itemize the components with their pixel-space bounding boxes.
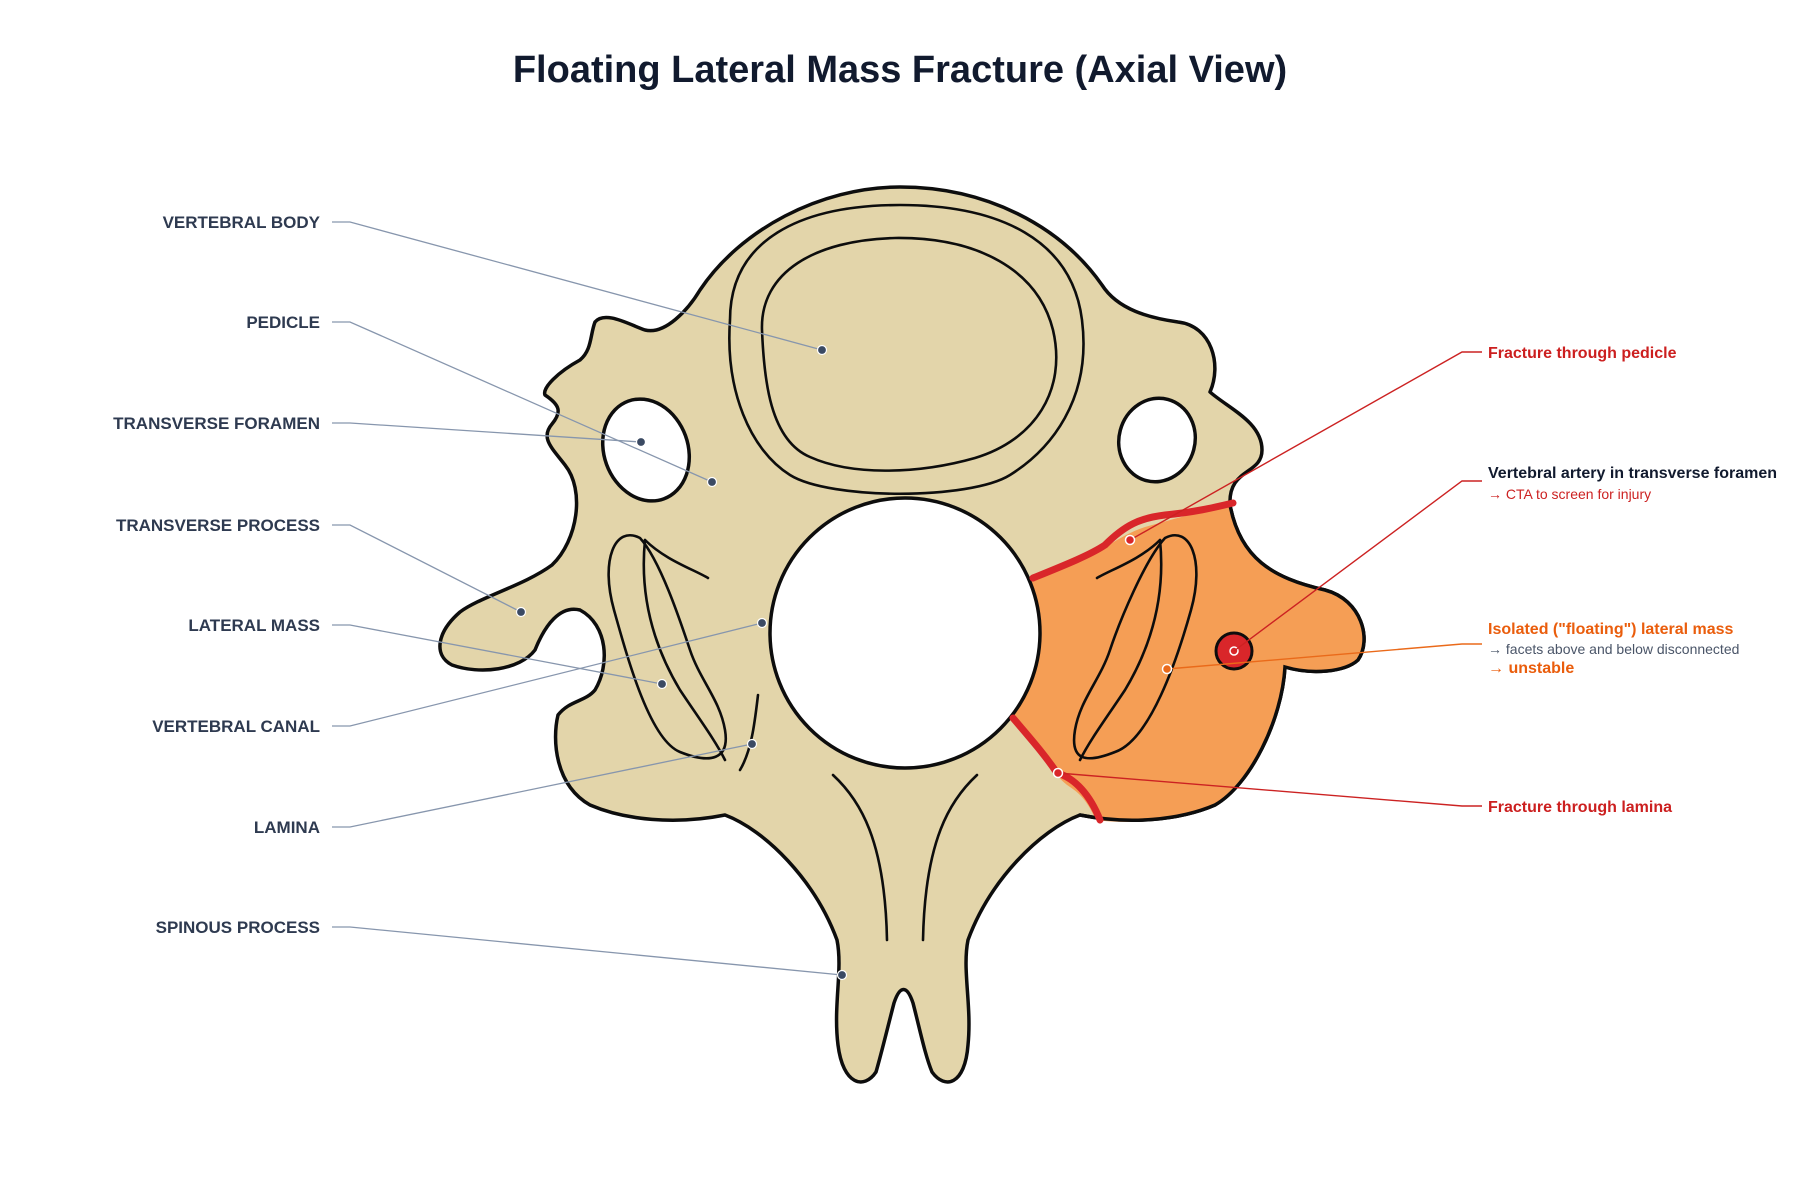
emphasis-floating-mass: → unstable — [1488, 660, 1574, 677]
vertebral-body-outer-contour — [728, 203, 1085, 496]
vertebral-canal — [768, 496, 1042, 770]
label-floating-mass: Isolated ("floating") lateral mass — [1488, 621, 1734, 638]
vertebral-artery-marker — [1229, 646, 1239, 656]
label-vertebral-artery: Vertebral artery in transverse foramen — [1488, 465, 1777, 482]
spinous-inner-left — [831, 773, 889, 942]
dot-lamina — [746, 738, 758, 750]
dot-spinous-process — [836, 969, 848, 981]
dot-pedicle — [706, 476, 718, 488]
left-leader-dots — [515, 344, 848, 981]
leader-vertebral-canal — [332, 622, 763, 727]
spinous-inner-right — [921, 773, 979, 942]
leader-vertebral-artery — [1233, 480, 1482, 652]
dot-lateral-mass — [656, 678, 668, 690]
leader-lamina — [332, 743, 753, 828]
left-lateral-mass-contour — [607, 534, 728, 760]
leader-spinous-process — [332, 926, 843, 976]
dot-pedicle-fracture — [1124, 534, 1136, 546]
leader-pedicle-fracture — [1129, 351, 1482, 541]
anatomy-labels: VERTEBRAL BODY PEDICLE TRANSVERSE FORAME… — [113, 213, 321, 937]
left-lamina-edge — [738, 693, 760, 772]
dot-transverse-foramen — [635, 436, 647, 448]
left-facet-line-a — [643, 538, 710, 580]
right-facet-line-a — [1095, 538, 1162, 580]
leader-lamina-fracture — [1057, 772, 1482, 807]
left-facet-line-b — [642, 538, 727, 762]
leader-vertebral-body — [332, 221, 823, 351]
diagram-title: Floating Lateral Mass Fracture (Axial Vi… — [513, 49, 1287, 91]
note-vertebral-artery: → CTA to screen for injury — [1488, 486, 1651, 502]
vertebral-body-inner-contour — [760, 236, 1058, 472]
fracture-annotations: Fracture through pedicle Vertebral arter… — [1488, 345, 1777, 816]
label-pedicle: PEDICLE — [246, 313, 320, 332]
right-transverse-foramen — [1116, 396, 1198, 484]
leader-transverse-foramen — [332, 422, 642, 443]
dot-floating-mass — [1161, 663, 1173, 675]
pedicle-fracture-line — [1029, 499, 1237, 582]
right-lateral-mass-contour — [1072, 534, 1198, 760]
dot-vertebral-body — [816, 344, 828, 356]
label-lateral-mass: LATERAL MASS — [188, 616, 320, 635]
left-transverse-foramen — [600, 397, 692, 503]
dot-vertebral-canal — [756, 617, 768, 629]
label-lamina: LAMINA — [254, 818, 320, 837]
label-spinous-process: SPINOUS PROCESS — [156, 918, 320, 937]
label-transverse-foramen: TRANSVERSE FORAMEN — [113, 414, 320, 433]
leader-floating-mass — [1166, 643, 1482, 670]
leader-transverse-process — [332, 524, 522, 613]
label-vertebral-body: VERTEBRAL BODY — [163, 213, 321, 232]
label-vertebral-canal: VERTEBRAL CANAL — [152, 717, 320, 736]
leader-lateral-mass — [332, 624, 663, 685]
dot-lamina-fracture — [1052, 767, 1064, 779]
floating-lateral-mass-fragment — [1010, 505, 1365, 822]
label-lamina-fracture: Fracture through lamina — [1488, 799, 1672, 816]
label-transverse-process: TRANSVERSE PROCESS — [116, 516, 320, 535]
leader-pedicle — [332, 321, 713, 483]
dot-transverse-process — [515, 606, 527, 618]
left-leaders — [332, 221, 843, 976]
right-facet-line-b — [1078, 538, 1163, 762]
fragment-outline — [1078, 503, 1366, 822]
note-floating-mass: → facets above and below disconnected — [1488, 641, 1739, 657]
label-pedicle-fracture: Fracture through pedicle — [1488, 345, 1677, 362]
